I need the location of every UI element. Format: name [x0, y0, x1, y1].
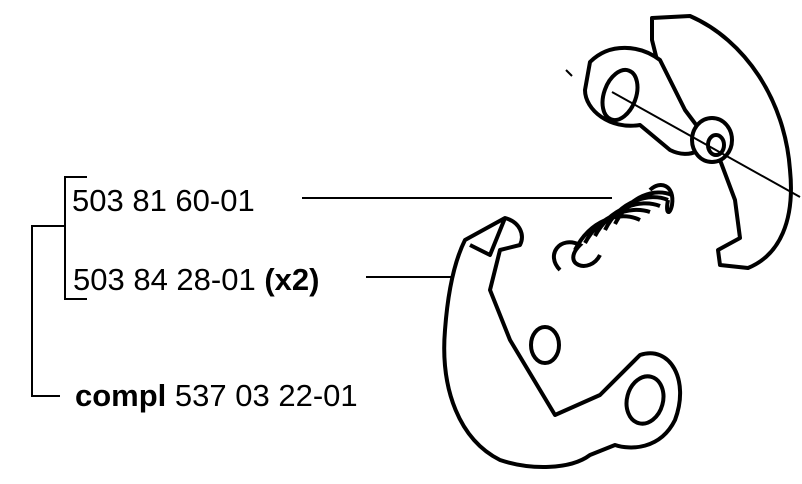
outer-bracket: [31, 225, 65, 397]
part-label-spring: 503 81 60-01: [72, 183, 255, 219]
lower-clutch-shoe: [442, 216, 682, 469]
spring: [552, 183, 675, 272]
upper-clutch-shoe: [583, 14, 793, 270]
assembly-part-number: 537 03 22-01: [174, 378, 358, 413]
inner-bracket: [64, 176, 87, 300]
quantity-note: (x2): [264, 262, 320, 297]
assembly-prefix: compl: [75, 378, 167, 413]
assembly-label: compl 537 03 22-01: [75, 378, 358, 414]
part-number-shoe: 503 84 28-01: [73, 262, 256, 297]
part-label-shoe: 503 84 28-01 (x2): [73, 262, 319, 298]
part-number-spring: 503 81 60-01: [72, 183, 255, 218]
